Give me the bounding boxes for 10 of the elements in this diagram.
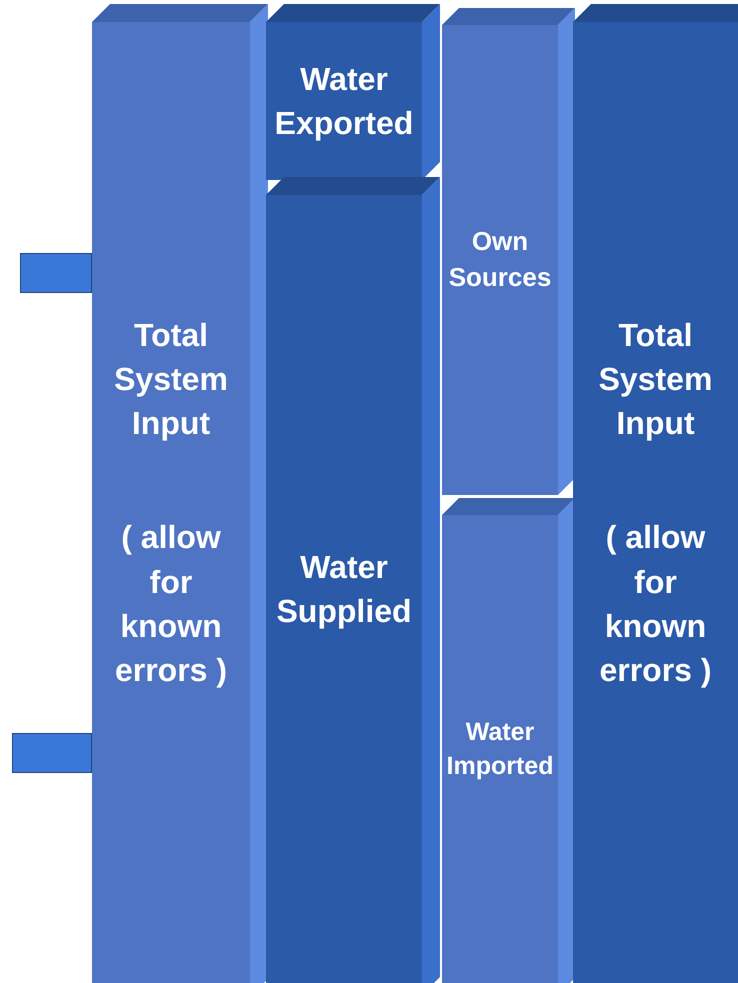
bar-label: Water Exported — [274, 60, 414, 143]
bar-label: Water Imported — [446, 716, 554, 782]
bar-label: Total System Input — [598, 316, 714, 444]
bar-label: ( allow for known errors ) — [598, 518, 713, 690]
stub-box — [20, 253, 92, 293]
bar-label: Total System Input — [113, 316, 229, 444]
bar-label: Own Sources — [448, 225, 552, 294]
stub-box — [12, 733, 92, 773]
bar-label: Water Supplied — [275, 548, 413, 631]
bar-label: ( allow for known errors ) — [114, 518, 228, 690]
